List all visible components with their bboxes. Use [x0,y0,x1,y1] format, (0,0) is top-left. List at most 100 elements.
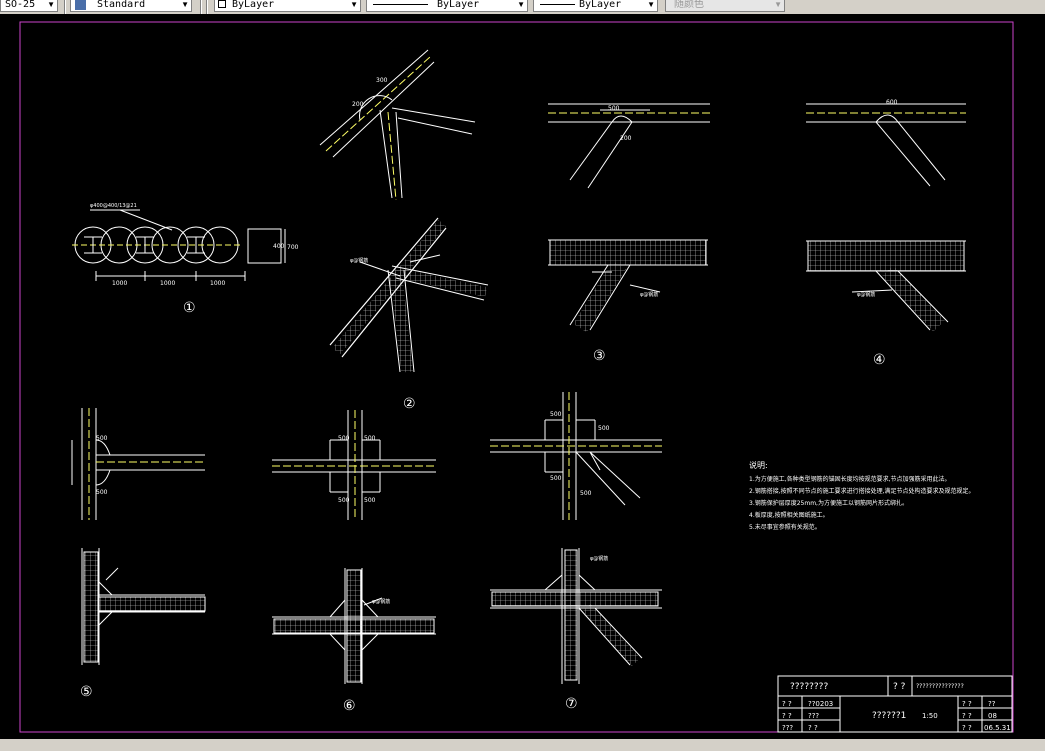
detail-label-7: ⑦ [565,696,578,712]
title-sheet-name: ??????1 [872,711,906,721]
dim-text-500-d7b: 500 [598,425,610,432]
linetype-sample [373,4,428,5]
title-cell-q3b: ??? [782,724,793,732]
detail-label-6: ⑥ [343,698,356,714]
rebar-note-d7: φ@钢筋 [590,555,608,562]
detail-6-rebar [272,568,436,684]
dim-text-500-d5a: 500 [96,435,108,442]
rebar-note-d6: φ@钢筋 [372,598,390,605]
detail-3-outline [548,103,710,189]
dim-text-500-d6b: 500 [364,435,376,442]
chevron-down-icon: ▼ [774,0,782,9]
dim-text-1000-a: 1000 [112,280,127,287]
detail-5-outline [71,408,205,520]
lineweight-sample [540,4,575,5]
status-bar [0,739,1045,751]
dim-text-500-d6d: 500 [364,497,376,504]
rebar-note-d2: φ@钢筋 [350,257,368,264]
layer-color-dropdown[interactable]: ByLayer ▼ [214,0,361,12]
title-date: 06.5.31 [984,724,1011,732]
dimstyle-dropdown[interactable]: SO-25 ▼ [0,0,58,12]
dim-text-500-d6a: 500 [338,435,350,442]
title-cell-qq-1: ? ? [782,700,792,708]
lineweight-dropdown[interactable]: ByLayer ▼ [533,0,658,12]
toolbar-separator [206,0,208,14]
pile-note: φ400@400/13@21 [90,203,137,209]
detail-1-piles [72,209,286,281]
dim-text-500-d5b: 500 [96,489,108,496]
drawing-canvas[interactable]: ① ② ③ ④ ⑤ ⑥ ⑦ 1000 1000 1000 400 700 φ40… [0,14,1045,739]
detail-6-outline [272,410,436,520]
textstyle-icon [74,0,87,11]
chevron-down-icon: ▼ [517,0,525,9]
linetype-value: ByLayer [437,0,480,10]
title-cell-qq-5: ? ? [962,712,972,720]
note-line-2: 2.钢筋搭接,按照不同节点的施工要求进行搭接处理,满足节点处构造要求及规范规定。 [749,487,975,495]
dim-text-500-d7a: 500 [550,411,562,418]
detail-7-rebar [490,548,662,684]
detail-2-outline [319,49,476,201]
chevron-down-icon: ▼ [647,0,655,9]
rebar-note-d3: φ@钢筋 [640,291,658,298]
notes-title: 说明: [749,460,768,470]
dim-text-1000-c: 1000 [210,280,225,287]
properties-toolbar: SO-25 ▼ Standard ▼ ByLayer ▼ ByLayer ▼ B… [0,0,1045,15]
linetype-dropdown[interactable]: ByLayer ▼ [366,0,528,12]
dim-text-700: 700 [287,244,299,251]
title-sheet: 08 [988,712,997,720]
chevron-down-icon: ▼ [181,0,189,9]
detail-label-5: ⑤ [80,684,93,700]
lineweight-value: ByLayer [579,0,622,10]
detail-label-4: ④ [873,352,886,368]
cad-drawing: ① ② ③ ④ ⑤ ⑥ ⑦ 1000 1000 1000 400 700 φ40… [19,21,1014,733]
dim-text-500-d6c: 500 [338,497,350,504]
toolbar-separator [64,0,66,14]
textstyle-value: Standard [97,0,146,10]
dimstyle-value: SO-25 [5,0,36,10]
note-line-5: 5.未尽事宜参照有关规范。 [749,523,821,531]
title-block-lines [777,675,1013,733]
drawing-border [19,21,1014,733]
dim-text-500-d3: 500 [608,105,620,112]
title-scale: 1:50 [922,712,938,720]
title-company: ??????????????? [916,683,964,690]
title-project-name: ???????? [790,682,828,692]
detail-7-outline [490,392,662,520]
note-line-1: 1.为方便施工,各种类型钢筋的锚固长度均按规范要求,节点加强筋采用此法。 [749,475,951,483]
detail-label-1: ① [183,300,196,316]
title-cell-qq-6: ? ? [962,724,972,732]
title-cell-qq-4: ? ? [962,700,972,708]
textstyle-dropdown[interactable]: Standard ▼ [70,0,192,12]
note-line-3: 3.钢筋保护层厚度25mm,为方便施工以钢筋网片形式绑扎。 [749,499,908,507]
rebar-note-d4: φ@钢筋 [857,291,875,298]
dim-text-400: 400 [273,243,285,250]
detail-4-rebar [806,240,966,332]
dim-text-500-d7d: 500 [580,490,592,497]
title-cell-q2: ?? [988,700,996,708]
detail-4-outline [806,103,966,187]
detail-label-2: ② [403,396,416,412]
detail-5-rebar [81,548,206,665]
chevron-down-icon: ▼ [47,0,55,9]
dim-text-300-d2: 300 [376,77,388,84]
title-cell-qq-2: ? ? [782,712,792,720]
note-line-4: 4.板厚度,按照相关图纸施工。 [749,511,829,519]
dim-text-200-d3: 200 [620,135,632,142]
color-swatch-icon [218,0,226,8]
dim-text-1000-b: 1000 [160,280,175,287]
title-drawing-no: ??0203 [808,700,833,708]
plotstyle-value: 随颜色 [674,0,704,10]
dim-text-200-d2: 200 [352,101,364,108]
title-cell-q3: ??? [808,712,819,720]
chevron-down-icon: ▼ [350,0,358,9]
layer-value: ByLayer [232,0,275,10]
title-cell-qq-3: ? ? [808,724,818,732]
title-label-qq: ? ? [893,682,906,692]
detail-label-3: ③ [593,348,606,364]
dim-text-600-d4: 600 [886,99,898,106]
detail-3-rebar [548,239,708,333]
toolbar-separator [200,0,202,14]
dim-text-500-d7c: 500 [550,475,562,482]
plotstyle-dropdown[interactable]: 随颜色 ▼ [665,0,785,12]
detail-2-rebar [329,217,489,373]
